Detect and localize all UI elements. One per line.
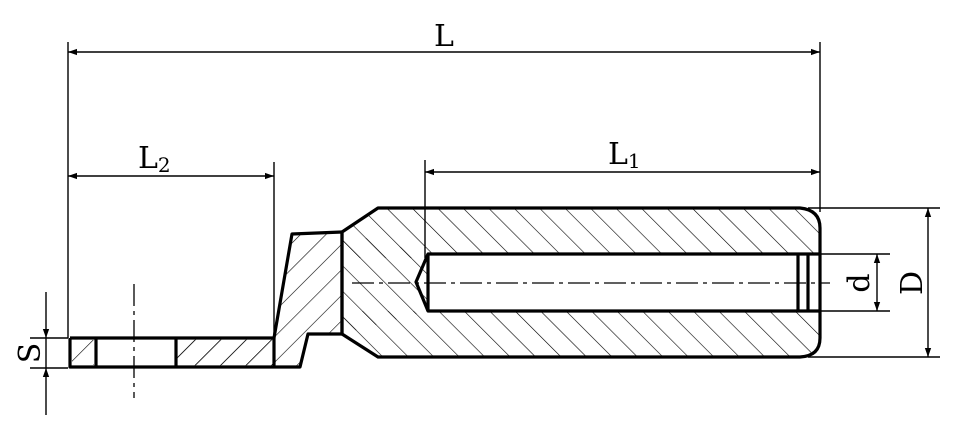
dimension-line-L1: L1 bbox=[425, 137, 820, 176]
label-D: D bbox=[895, 271, 930, 295]
dimension-line-S: S bbox=[13, 292, 50, 415]
dimension-line-L: L bbox=[68, 19, 820, 56]
extension-lines bbox=[30, 42, 940, 369]
label-d: d bbox=[842, 273, 877, 292]
dimension-line-D: D bbox=[895, 208, 932, 357]
dimension-line-L2: L2 bbox=[68, 141, 274, 180]
lug-outline bbox=[68, 206, 822, 369]
center-lines bbox=[133, 282, 830, 398]
label-L: L bbox=[434, 19, 454, 54]
section-hatching bbox=[72, 208, 820, 367]
label-L2: L2 bbox=[138, 141, 171, 177]
dimension-line-d: d bbox=[842, 254, 881, 311]
label-L1: L1 bbox=[608, 137, 641, 173]
label-S: S bbox=[13, 343, 48, 364]
